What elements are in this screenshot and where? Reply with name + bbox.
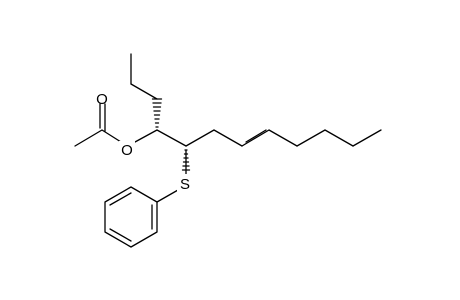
- bond-carbonyl-ester-o: [101, 129, 122, 143]
- sulfur-label: S: [180, 176, 190, 193]
- atom-labels: O O S: [96, 91, 193, 193]
- bond-pentyl-3: [324, 129, 354, 147]
- bond-sulfur-to-phenyl: [156, 189, 179, 203]
- carbonyl-oxygen-label: O: [96, 91, 108, 108]
- bond-propyl-1: [130, 83, 158, 100]
- hashed-wedges: [151, 98, 191, 171]
- bond-pentyl-4: [352, 129, 382, 147]
- bond-alkene-double-b: [245, 129, 267, 143]
- hashed-wedge-oacetyl-carbon: [151, 98, 163, 128]
- phenyl-inner-double-3: [109, 192, 132, 206]
- bond-c-s-to-allyl: [185, 129, 215, 147]
- bond-ester-o-c: [134, 129, 158, 143]
- ester-oxygen-label: O: [121, 142, 133, 159]
- bond-pentyl-2: [296, 129, 326, 147]
- bond-c-o-to-c-s: [156, 129, 187, 147]
- bond-alkene-double-a: [241, 129, 270, 147]
- phenyl-ring: [104, 186, 158, 248]
- phenyl-inner-double-2: [109, 228, 132, 242]
- bond-allyl-to-alkene: [213, 129, 243, 147]
- bond-pentyl-1: [268, 129, 298, 147]
- bond-methyl-carbonyl: [74, 129, 103, 147]
- skeleton-bonds: [74, 53, 382, 248]
- hashed-wedge-sphenyl-carbon: [181, 149, 191, 171]
